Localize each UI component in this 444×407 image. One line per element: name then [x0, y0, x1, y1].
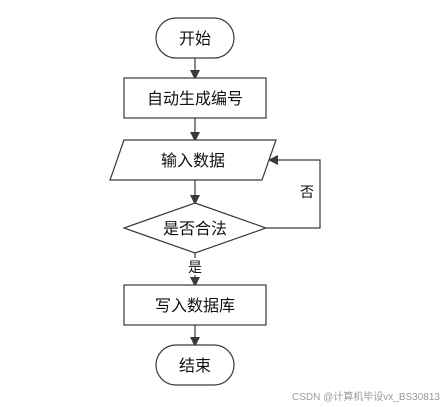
no-branch-label: 否 — [300, 184, 314, 200]
start-label: 开始 — [179, 30, 211, 48]
decision-valid-label: 是否合法 — [163, 220, 227, 238]
auto-number-label: 自动生成编号 — [147, 90, 243, 108]
auto-number-process — [123, 77, 267, 119]
watermark-text: CSDN @计算机毕设vx_BS30813 — [292, 390, 440, 403]
input-data-node — [109, 139, 277, 181]
end-node — [155, 344, 235, 386]
end-label: 结束 — [179, 357, 211, 375]
input-data-label: 输入数据 — [161, 152, 225, 170]
yes-branch-label: 是 — [188, 259, 202, 275]
arrow-no-loop — [266, 155, 321, 229]
yes-label-bg — [186, 258, 204, 275]
write-db-process — [123, 284, 267, 326]
write-db-label: 写入数据库 — [155, 297, 235, 315]
